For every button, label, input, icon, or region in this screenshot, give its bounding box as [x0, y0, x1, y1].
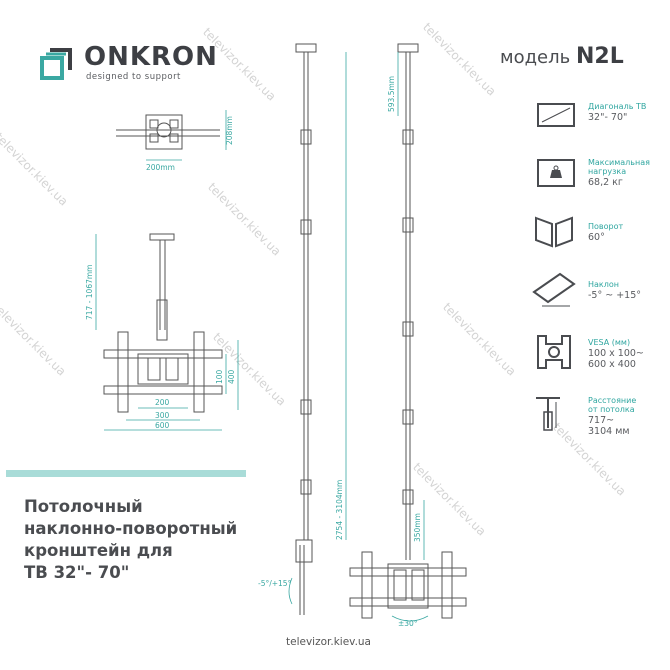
title-line: наклонно-поворотный — [24, 519, 238, 538]
spec-swivel: Поворот 60° — [530, 212, 670, 252]
spec-label: Расстояние — [588, 396, 637, 405]
swivel-icon — [535, 216, 573, 248]
dim-plate-height: 208mm — [225, 116, 234, 145]
spec-value: 3104 мм — [588, 426, 630, 437]
spec-value: 68,2 кг — [588, 177, 623, 188]
spec-label: Максимальная — [588, 158, 650, 167]
dim-vesa-h2: 400 — [227, 369, 236, 384]
tilt-icon — [532, 272, 576, 307]
spec-value: 717~ — [588, 415, 615, 426]
accent-bar — [6, 470, 246, 477]
brand-tagline: designed to support — [86, 72, 181, 82]
dim-vesa-w3: 600 — [155, 421, 170, 430]
spec-label: Диагональ ТВ — [588, 102, 647, 111]
model-code: N2L — [575, 44, 624, 69]
spec-label: Поворот — [588, 222, 624, 231]
dim-plate-width: 200mm — [146, 163, 175, 172]
title-line: кронштейн для — [24, 541, 173, 560]
dim-vesa-w2: 300 — [155, 411, 170, 420]
ceiling-distance-icon — [536, 397, 560, 431]
dim-vesa-h1: 100 — [215, 369, 224, 384]
spec-value: 100 x 100~ — [588, 348, 644, 359]
dim-drop-range: 717 - 1067mm — [85, 265, 94, 321]
vesa-icon — [537, 335, 571, 369]
product-title: Потолочный наклонно-поворотный кронштейн… — [24, 496, 237, 584]
spec-ceiling-distance: Расстояние от потолка 717~ 3104 мм — [530, 392, 670, 437]
tv-diagonal-icon — [537, 103, 575, 127]
title-line: Потолочный — [24, 497, 143, 516]
spec-label: нагрузка — [588, 167, 627, 176]
max-load-icon — [537, 159, 575, 187]
spec-label: VESA (мм) — [588, 338, 631, 347]
footer-site-box: televizor.kiev.ua — [230, 626, 440, 662]
model-prefix: модель — [500, 47, 571, 68]
dim-tilt-range: -5°/+15° — [258, 579, 292, 588]
dim-top-section: 593.5mm — [387, 76, 396, 112]
spec-value: -5° ~ +15° — [588, 290, 642, 301]
title-line: ТВ 32"- 70" — [24, 563, 130, 582]
spec-label: от потолка — [588, 405, 635, 414]
spec-tilt: Наклон -5° ~ +15° — [530, 270, 670, 310]
spec-label: Наклон — [588, 280, 619, 289]
footer-site: televizor.kiev.ua — [286, 636, 371, 648]
onkron-logo-icon — [38, 44, 76, 82]
spec-tv-diagonal: Диагональ ТВ 32"- 70" — [530, 100, 670, 140]
spec-value: 600 x 400 — [588, 359, 636, 370]
spec-value: 32"- 70" — [588, 112, 628, 123]
spec-vesa: VESA (мм) 100 x 100~ 600 x 400 — [530, 330, 670, 374]
dim-long-drop: 2754 - 3104mm — [335, 480, 344, 540]
spec-max-load: Максимальная нагрузка 68,2 кг — [530, 156, 670, 196]
dim-swivel-range: ±30° — [398, 619, 418, 628]
dim-vesa-w1: 200 — [155, 398, 170, 407]
dim-bottom-section: 350mm — [413, 513, 422, 542]
model-heading: модель N2L — [500, 44, 624, 69]
spec-value: 60° — [588, 232, 605, 243]
brand-name: ONKRON — [84, 42, 218, 72]
